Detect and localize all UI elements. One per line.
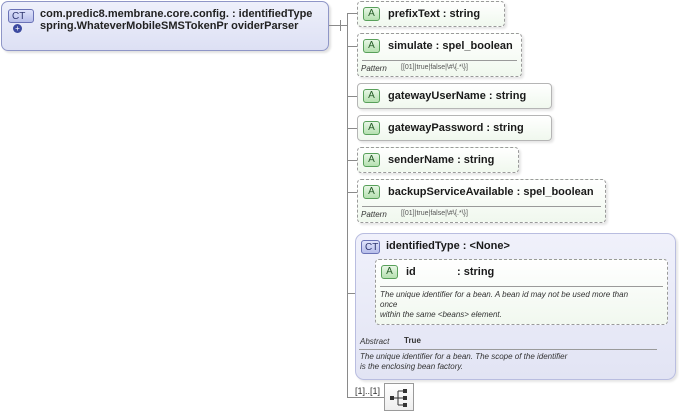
connector-branch xyxy=(347,293,355,294)
abstract-value: True xyxy=(404,336,421,345)
connector-branch xyxy=(347,192,357,193)
attribute-badge: A xyxy=(363,185,380,199)
separator xyxy=(380,286,663,287)
connector-branch xyxy=(347,96,357,97)
attribute-label: prefixText : string xyxy=(388,8,481,20)
pattern-key: Pattern xyxy=(361,210,387,219)
complex-type-name: com.predic8.membrane.core.config. : iden… xyxy=(40,8,313,32)
attribute-name: id xyxy=(406,266,416,278)
expand-plus-icon[interactable]: + xyxy=(13,24,22,33)
pattern-value: [[01]|true|false|\#\{.*\}] xyxy=(401,64,468,71)
attribute-documentation: The unique identifier for a bean. A bean… xyxy=(380,290,629,319)
attribute-label: senderName : string xyxy=(388,154,495,166)
complex-type-badge: CT+ xyxy=(8,9,34,33)
attribute-backupServiceAvailable[interactable]: A backupServiceAvailable : spel_boolean … xyxy=(357,179,606,223)
sequence-icon xyxy=(390,389,407,407)
attribute-label: gatewayPassword : string xyxy=(388,122,524,134)
connector-branch xyxy=(347,128,357,129)
connector-line xyxy=(329,25,340,26)
attribute-label: simulate : spel_boolean xyxy=(388,40,513,52)
attribute-senderName[interactable]: A senderName : string xyxy=(357,147,519,173)
attribute-gatewayPassword[interactable]: A gatewayPassword : string xyxy=(357,115,552,141)
connector-branch xyxy=(347,397,384,398)
connector-branch xyxy=(347,13,357,14)
multiplicity-label: [1]..[1] xyxy=(355,386,381,396)
connector-line xyxy=(340,25,348,26)
attribute-label: backupServiceAvailable : spel_boolean xyxy=(388,186,594,198)
identified-type-complex-type[interactable]: CT identifiedType : <None> A id : string… xyxy=(355,233,676,380)
attribute-prefixText[interactable]: A prefixText : string xyxy=(357,1,505,27)
attribute-type: : string xyxy=(457,266,495,278)
attribute-badge: A xyxy=(363,7,380,21)
attribute-badge: A xyxy=(363,153,380,167)
separator xyxy=(359,349,657,350)
connector-branch xyxy=(347,46,357,47)
main-complex-type[interactable]: CT+ com.predic8.membrane.core.config. : … xyxy=(1,1,329,51)
attribute-simulate[interactable]: A simulate : spel_boolean Pattern [[01]|… xyxy=(357,33,522,77)
separator xyxy=(362,60,517,61)
attribute-badge: A xyxy=(363,39,380,53)
attribute-badge: A xyxy=(363,89,380,103)
attribute-id[interactable]: A id : string The unique identifier for … xyxy=(375,259,668,325)
separator xyxy=(362,206,601,207)
pattern-key: Pattern xyxy=(361,64,387,73)
connector-branch xyxy=(347,160,357,161)
complex-type-title: identifiedType : <None> xyxy=(386,240,510,252)
attribute-gatewayUserName[interactable]: A gatewayUserName : string xyxy=(357,83,552,109)
attribute-label: gatewayUserName : string xyxy=(388,90,527,102)
type-documentation: The unique identifier for a bean. The sc… xyxy=(360,352,568,371)
complex-type-badge: CT xyxy=(361,240,380,254)
pattern-value: [[01]|true|false|\#\{.*\}] xyxy=(401,210,468,217)
attribute-badge: A xyxy=(381,265,398,279)
sequence-compositor[interactable] xyxy=(384,383,414,411)
attribute-badge: A xyxy=(363,121,380,135)
abstract-key: Abstract xyxy=(360,337,390,346)
connector-spine xyxy=(347,13,348,397)
